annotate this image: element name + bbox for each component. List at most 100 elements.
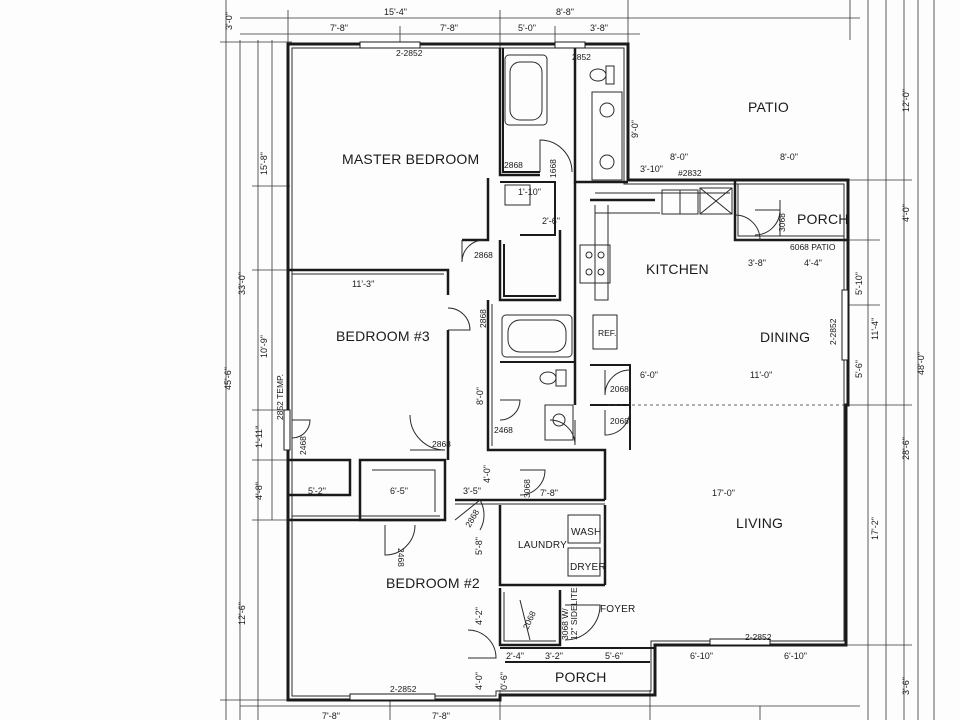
dim-4-0-b: 4'-0": [482, 465, 492, 483]
code-2868-b3: 2868: [432, 439, 451, 449]
dim-4-8: 4'-8": [254, 482, 264, 500]
dim-3-6: 3'-6": [901, 677, 911, 695]
dim-5-8: 5'-8": [474, 537, 484, 555]
dim-11-3: 11'-3": [352, 279, 374, 289]
dim-4-0-c: 4'-0": [474, 672, 484, 690]
code-3068-sidelite: 12" SIDELITE: [569, 587, 579, 640]
code-2868-master: 2868: [504, 160, 523, 170]
dim-6-5: 6'-5": [390, 486, 408, 496]
dim-33-0: 33'-0": [237, 272, 247, 295]
code-2068-b: 2068: [610, 416, 629, 426]
dim-5-0: 5'-0": [518, 23, 536, 33]
dim-7-8-c: 7'-8": [540, 488, 558, 498]
dim-15-4: 15'-4": [384, 7, 407, 17]
code-2852-top: 2-2852: [396, 48, 423, 58]
dim-7-8-b: 7'-8": [440, 23, 458, 33]
dim-17-2: 17'-2": [870, 517, 880, 540]
dim-0-6: 0'-6": [499, 672, 509, 690]
code-6068-patio: 6068 PATIO: [790, 242, 836, 252]
dim-4-0: 4'-0": [901, 204, 911, 222]
dim-2-4: 2'-4": [506, 651, 524, 661]
code-2468-b3: 2468: [298, 436, 308, 455]
room-bedroom-2: BEDROOM #2: [386, 575, 480, 591]
code-2832: #2832: [678, 168, 702, 178]
dim-7-8-a: 7'-8": [330, 23, 348, 33]
dim-5-2: 5'-2": [308, 486, 326, 496]
dim-6-10-b: 6'-10": [784, 651, 807, 661]
code-2852-b2: 2-2852: [390, 684, 417, 694]
code-2852-bath: 2852: [572, 52, 591, 62]
right-dimensions: 12'-0" 4'-0" 5'-10" 11'-4" 48'-0" 5'-6" …: [854, 89, 926, 695]
code-3068-porch: 3068: [777, 213, 787, 232]
dim-3-0: 3'-0": [224, 12, 234, 30]
bottom-dimensions: 7'-8" 7'-8": [322, 711, 450, 721]
room-porch-top: PORCH: [797, 211, 849, 227]
code-2468-bath: 2468: [494, 425, 513, 435]
dim-5-6: 5'-6": [854, 360, 864, 378]
room-labels: MASTER BEDROOM PATIO KITCHEN PORCH DININ…: [336, 99, 849, 685]
room-kitchen: KITCHEN: [646, 261, 709, 277]
room-bedroom-3: BEDROOM #3: [336, 328, 430, 344]
code-2868-hall: 2868: [474, 250, 493, 260]
dim-8-0-c: 8'-0": [475, 387, 485, 405]
dim-12-6: 12'-6": [237, 602, 247, 625]
room-dryer: DRYER: [570, 562, 606, 573]
dim-8-8: 8'-8": [556, 7, 574, 17]
code-2868-b2: 2868: [463, 507, 481, 529]
dim-11-4: 11'-4": [870, 318, 880, 340]
dim-10-9: 10'-9": [259, 335, 269, 358]
code-2852-living: 2-2852: [745, 632, 772, 642]
room-patio: PATIO: [748, 99, 789, 115]
room-wash: WASH: [571, 527, 601, 538]
dim-9-0: 9'-0": [630, 120, 640, 138]
dim-6-0: 6'-0": [640, 370, 658, 380]
dim-2-6: 2'-6": [542, 216, 560, 226]
dimension-lines: [220, 0, 935, 720]
room-laundry: LAUNDRY: [518, 540, 567, 551]
code-2068-a: 2068: [610, 384, 629, 394]
code-2852-temp: 2852 TEMP.: [275, 374, 285, 420]
code-3068-front: 3068 W/: [560, 608, 570, 640]
windows: [283, 41, 849, 701]
dim-3-5: 3'-5": [463, 486, 481, 496]
room-ref: REF.: [598, 328, 616, 338]
dim-17-0: 17'-0": [712, 488, 735, 498]
dim-8-0-a: 8'-0": [670, 152, 688, 162]
room-master-bedroom: MASTER BEDROOM: [342, 151, 479, 167]
top-dimensions: 15'-4" 8'-8" 7'-8" 7'-8" 5'-0" 3'-8": [330, 7, 608, 33]
dim-7-8-d: 7'-8": [322, 711, 340, 720]
dim-15-8: 15'-8": [259, 152, 269, 175]
left-dimensions: 3'-0" 15'-8" 33'-0" 45'-6" 10'-9" 1'-11"…: [223, 12, 269, 625]
dim-6-10-a: 6'-10": [690, 651, 713, 661]
room-dining: DINING: [760, 329, 810, 345]
dim-3-10: 3'-10": [640, 164, 663, 174]
dim-5-10: 5'-10": [854, 272, 864, 295]
room-living: LIVING: [736, 515, 783, 531]
code-2868-b3-vert: 2868: [478, 309, 488, 328]
dim-4-4: 4'-4": [804, 258, 822, 268]
door-swings: [291, 139, 781, 659]
dim-28-6: 28'-6": [901, 437, 911, 460]
dim-7-8-e: 7'-8": [432, 711, 450, 720]
code-1668: 1668: [548, 159, 558, 178]
dim-45-6: 45'-6": [223, 367, 233, 390]
dim-48-0: 48'-0": [916, 352, 926, 375]
dim-12-0: 12'-0": [901, 89, 911, 112]
dim-4-2: 4'-2": [474, 607, 484, 625]
room-foyer: FOYER: [600, 604, 635, 615]
dim-5-6-b: 5'-6": [605, 651, 623, 661]
dim-1-11: 1'-11": [254, 426, 264, 448]
dim-11-0: 11'-0": [750, 370, 772, 380]
opening-codes: 2-2852 2852 2868 1668 #2832 2868 3068 60…: [275, 48, 838, 694]
dim-1-10: 1'-10": [518, 187, 541, 197]
room-porch-bottom: PORCH: [555, 669, 607, 685]
dim-3-2: 3'-2": [545, 651, 563, 661]
code-3068-laundry: 3068: [522, 479, 532, 498]
dim-3-8-b: 3'-8": [748, 258, 766, 268]
dim-8-0-b: 8'-0": [780, 152, 798, 162]
code-2468-b2: 2468: [396, 548, 406, 567]
dim-3-8: 3'-8": [590, 23, 608, 33]
interior-dimensions: 9'-0" 8'-0" 8'-0" 3'-10" 1'-10" 2'-6" 3'…: [308, 120, 822, 690]
